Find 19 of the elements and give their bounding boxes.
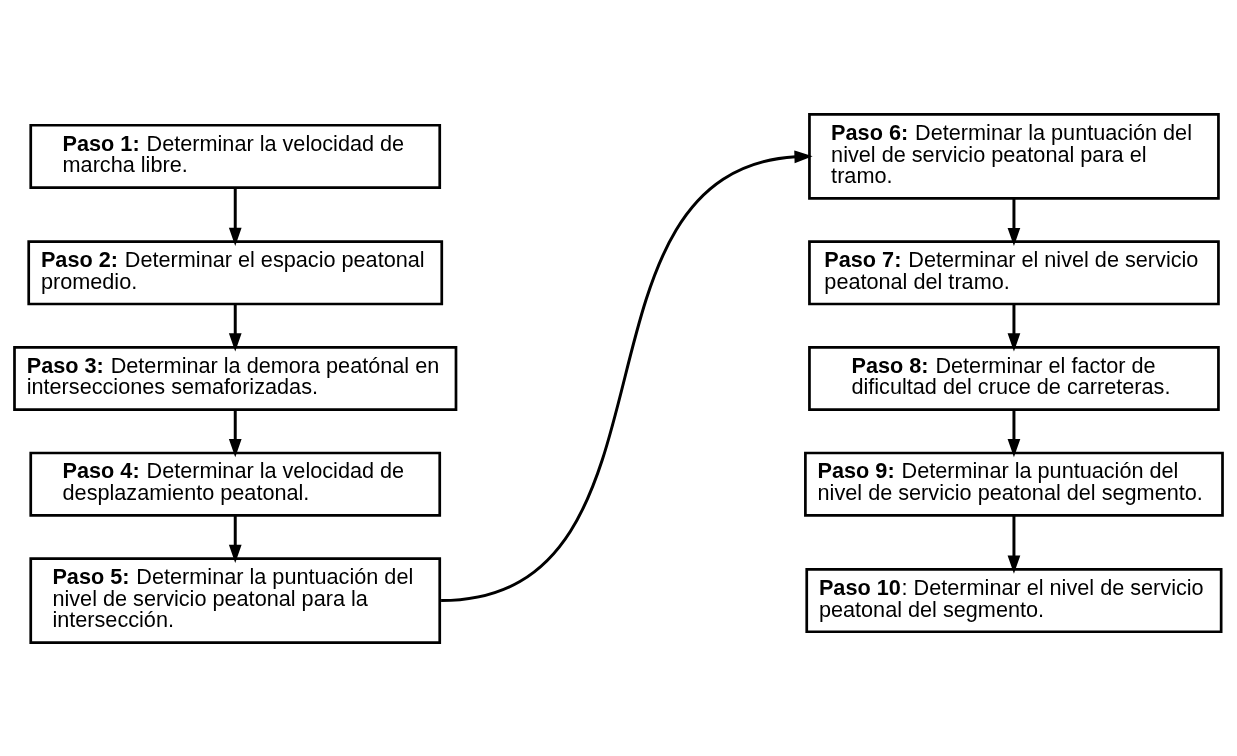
node-box: Paso 5: Determinar la puntuación del nivel de servicio peatonal para la intersección. (29, 556, 442, 644)
arrow (228, 514, 242, 563)
node-box: Paso 7: Determinar el nivel de servicio peatonal del tramo. (808, 239, 1220, 305)
node-box: Paso 1: Determinar la velocidad de marcha libre. (29, 123, 442, 189)
node-box: Paso 4: Determinar la velocidad de desplazamiento peatonal. (29, 451, 442, 517)
node-box: Paso 6: Determinar la puntuación del nivel de servicio peatonal para el tramo. (808, 112, 1220, 200)
arrow (1007, 409, 1021, 457)
arrow (1007, 198, 1021, 246)
arrow (1007, 514, 1021, 574)
arrow (228, 409, 242, 457)
node-box: Paso 8: Determinar el factor de dificultad del cruce de carreteras. (808, 345, 1220, 411)
arrow (1007, 304, 1021, 352)
node-box: Paso 3: Determinar la demora peatónal en intersecciones semaforizadas. (13, 345, 458, 411)
arrow (228, 304, 242, 352)
arrow (228, 187, 242, 246)
node-box: Paso 9: Determinar la puntuación del nivel de servicio peatonal del segmento. (804, 451, 1224, 517)
arrow (440, 149, 813, 602)
node-box: Paso 10: Determinar el nivel de servicio peatonal del segmento. (805, 567, 1223, 633)
node-box: Paso 2: Determinar el espacio peatonal promedio. (27, 239, 444, 305)
